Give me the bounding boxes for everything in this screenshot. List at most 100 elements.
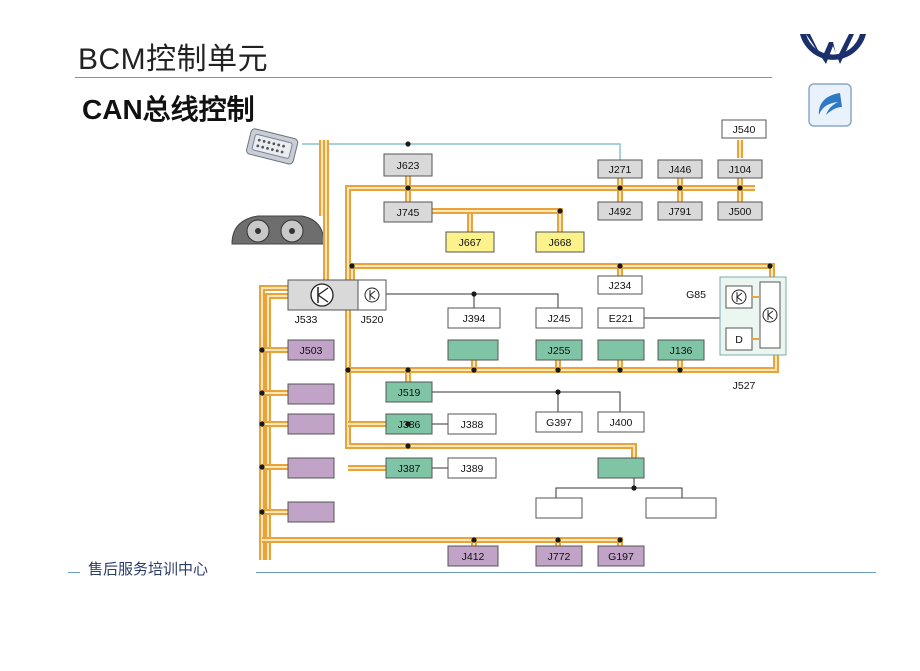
- module-j791: [657, 201, 703, 221]
- module-j745: [383, 201, 433, 223]
- module-white-unlabeled-2: [645, 497, 717, 519]
- module-label-j791: J791: [669, 206, 692, 218]
- module-label-j245: J245: [548, 313, 571, 325]
- j520-symbol-icon: [364, 287, 380, 303]
- footer-divider-left: [68, 572, 80, 573]
- junction-dot: [677, 367, 683, 373]
- j745-j668-link: [432, 208, 563, 232]
- junction-dot: [555, 537, 561, 543]
- module-j667: [445, 231, 495, 253]
- module-label-j520: J520: [361, 314, 384, 326]
- steering-column-module-j527: [719, 276, 787, 356]
- module-teal-unlabeled-3: [597, 457, 645, 479]
- junction-dot: [259, 347, 265, 353]
- module-j388: [447, 413, 497, 435]
- module-teal-unlabeled-2: [597, 339, 645, 361]
- left-bus-b: [265, 293, 288, 560]
- junction-dot: [259, 390, 265, 396]
- junction-dot: [259, 421, 265, 427]
- module-purple-unlabeled-4: [287, 501, 335, 523]
- module-j446: [657, 159, 703, 179]
- module-label-j400: J400: [610, 417, 633, 429]
- module-j389: [447, 457, 497, 479]
- junction-dot: [555, 389, 561, 395]
- module-label-g197: G197: [608, 551, 634, 563]
- module-j394: [447, 307, 501, 329]
- module-j540: [721, 119, 767, 139]
- module-label-j540: J540: [733, 124, 756, 136]
- module-purple-unlabeled-3: [287, 457, 335, 479]
- module-label-j394: J394: [463, 313, 486, 325]
- module-label-j533: J533: [295, 314, 318, 326]
- module-label-j745: J745: [397, 207, 420, 219]
- instrument-cluster-icon: [231, 215, 325, 245]
- module-label-j623: J623: [397, 160, 420, 172]
- module-j245: [535, 307, 583, 329]
- bus-j527-core: [351, 265, 773, 282]
- module-label-j668: J668: [549, 237, 572, 249]
- junction-dot: [349, 263, 355, 269]
- j745-j667-link: [432, 208, 473, 232]
- module-j668: [535, 231, 585, 253]
- module-label-j412: J412: [462, 551, 485, 563]
- module-label-j503: J503: [300, 345, 323, 357]
- module-label-e221: E221: [609, 313, 634, 325]
- module-j772: [535, 545, 583, 567]
- j745-j667-link-core: [432, 210, 471, 232]
- lower-right-line: [634, 487, 683, 498]
- module-label-g397: G397: [546, 417, 572, 429]
- module-j104: [717, 159, 763, 179]
- junction-dot: [405, 141, 411, 147]
- module-j412: [447, 545, 499, 567]
- j520-j245-line: [386, 293, 559, 308]
- footer-divider-right: [256, 572, 876, 573]
- module-label-j527: J527: [733, 380, 756, 392]
- transistor-symbol-icon: [310, 283, 334, 307]
- junction-dot: [471, 537, 477, 543]
- module-label-j492: J492: [609, 206, 632, 218]
- vw-logo-icon: [798, 34, 868, 74]
- can-wires: [259, 140, 779, 560]
- junction-dot: [471, 367, 477, 373]
- junction-dot: [617, 185, 623, 191]
- module-g397: [535, 411, 583, 433]
- module-j519: [385, 381, 433, 403]
- bus-lower-core: [347, 310, 635, 458]
- header-divider: [75, 77, 772, 78]
- module-j400: [597, 411, 645, 433]
- junction-dot: [677, 185, 683, 191]
- module-label-j519: J519: [398, 387, 421, 399]
- module-label-j667: J667: [459, 237, 482, 249]
- module-purple-unlabeled-1: [287, 383, 335, 405]
- module-j503: [287, 339, 335, 361]
- module-label-j387: J387: [398, 463, 421, 475]
- junction-dot: [405, 367, 411, 373]
- bus-j527: [349, 263, 775, 282]
- junction-dot: [405, 421, 411, 427]
- module-j234: [597, 275, 643, 295]
- footer-text: 售后服务培训中心: [88, 561, 209, 578]
- module-label-j255: J255: [548, 345, 571, 357]
- module-label-j772: J772: [548, 551, 571, 563]
- module-label-j446: J446: [669, 164, 692, 176]
- module-j255: [535, 339, 583, 361]
- module-label-j136: J136: [670, 345, 693, 357]
- module-label-j234: J234: [609, 280, 632, 292]
- module-j492: [597, 201, 643, 221]
- j745-j668-link-core: [432, 210, 561, 232]
- page-subtitle: CAN总线控制: [82, 94, 255, 125]
- j519-j400-line: [432, 391, 621, 412]
- junction-dot: [557, 208, 563, 214]
- junction-dot: [471, 291, 477, 297]
- junction-dot: [555, 367, 561, 373]
- junction-dot: [617, 537, 623, 543]
- module-label-j388: J388: [461, 419, 484, 431]
- module-label-g85: G85: [686, 289, 706, 301]
- module-label-j104: J104: [729, 164, 752, 176]
- module-j500: [717, 201, 763, 221]
- module-j271: [597, 159, 643, 179]
- junction-dots: [259, 141, 773, 543]
- module-boxes: [287, 119, 767, 567]
- left-bus-b-core: [267, 295, 288, 560]
